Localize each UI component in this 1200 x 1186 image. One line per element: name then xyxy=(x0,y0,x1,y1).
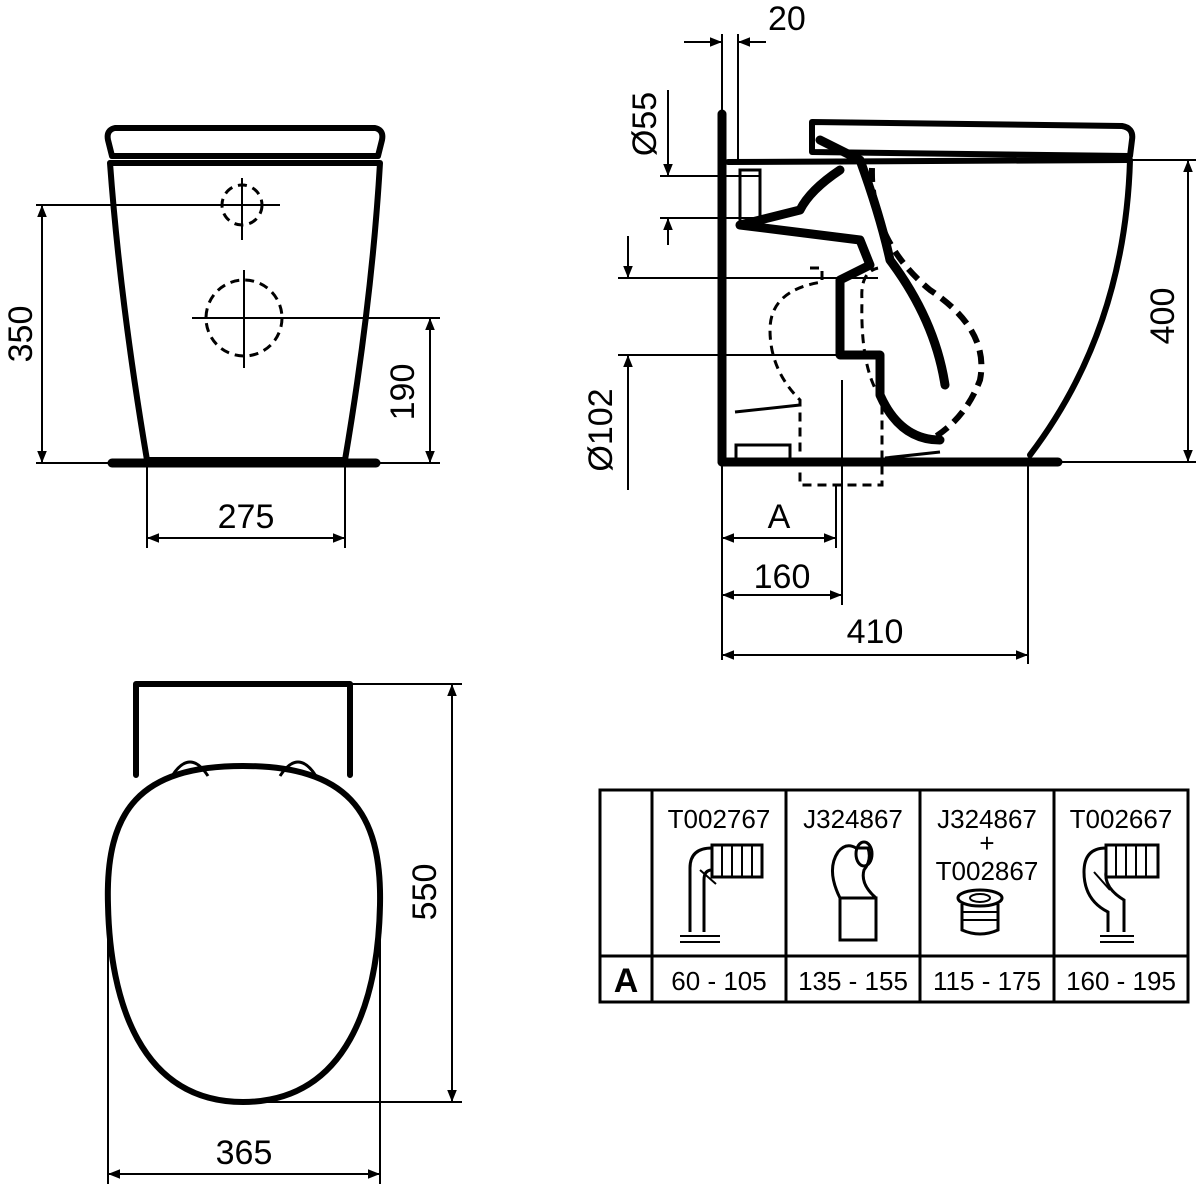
a-dim: A xyxy=(768,498,791,536)
connector-range-3: 115 - 175 xyxy=(933,966,1041,996)
outlet-pipe xyxy=(768,266,884,487)
connector-code-4: T002667 xyxy=(1070,804,1173,834)
side-view: 20 Ø55 Ø102 400 A 160 410 xyxy=(582,0,1196,664)
top-length-dim: 550 xyxy=(406,864,444,921)
inlet-diameter-dim: Ø55 xyxy=(626,92,664,156)
swept-connector-icon xyxy=(1082,843,1160,943)
connector-range-2: 135 - 155 xyxy=(798,966,908,996)
front-pipe-height-dim: 190 xyxy=(384,364,422,421)
outlet-offset-dim: 160 xyxy=(754,558,811,596)
table-row-label: A xyxy=(614,962,639,1000)
front-view: 350 190 275 xyxy=(2,125,440,548)
top-view: 550 365 xyxy=(104,681,462,1184)
front-lid xyxy=(104,125,386,159)
connector-code-1: T002767 xyxy=(668,804,771,834)
side-bowl xyxy=(1027,157,1133,458)
connector-range-4: 160 - 195 xyxy=(1066,966,1176,996)
top-width-dim: 365 xyxy=(216,1134,273,1172)
seat-outline xyxy=(104,763,384,1105)
connector-table: A T002767 60 - 105 J324867 135 - 155 J32… xyxy=(598,788,1190,1004)
connector-code-3b: T002867 xyxy=(936,856,1039,886)
side-depth-dim: 410 xyxy=(847,613,904,651)
wall-gap-dim: 20 xyxy=(768,0,806,38)
cistern-mount xyxy=(133,681,353,778)
connector-code-3a: J324867 xyxy=(937,804,1037,834)
offset-pan-connector-icon xyxy=(831,840,878,942)
outlet-diameter-dim: Ø102 xyxy=(582,388,620,471)
hinge-right xyxy=(278,760,318,777)
connector-range-1: 60 - 105 xyxy=(671,966,766,996)
elbow-connector-icon xyxy=(680,843,764,943)
front-base-width-dim: 275 xyxy=(218,498,275,536)
connector-code-2: J324867 xyxy=(803,804,903,834)
side-height-dim: 400 xyxy=(1144,288,1182,345)
trap xyxy=(815,135,950,390)
adapter-ring-icon xyxy=(956,888,1004,936)
side-lid xyxy=(809,119,1136,159)
hinge-left xyxy=(170,760,210,777)
connector-plus: + xyxy=(979,828,994,858)
front-height-dim: 350 xyxy=(2,306,40,363)
